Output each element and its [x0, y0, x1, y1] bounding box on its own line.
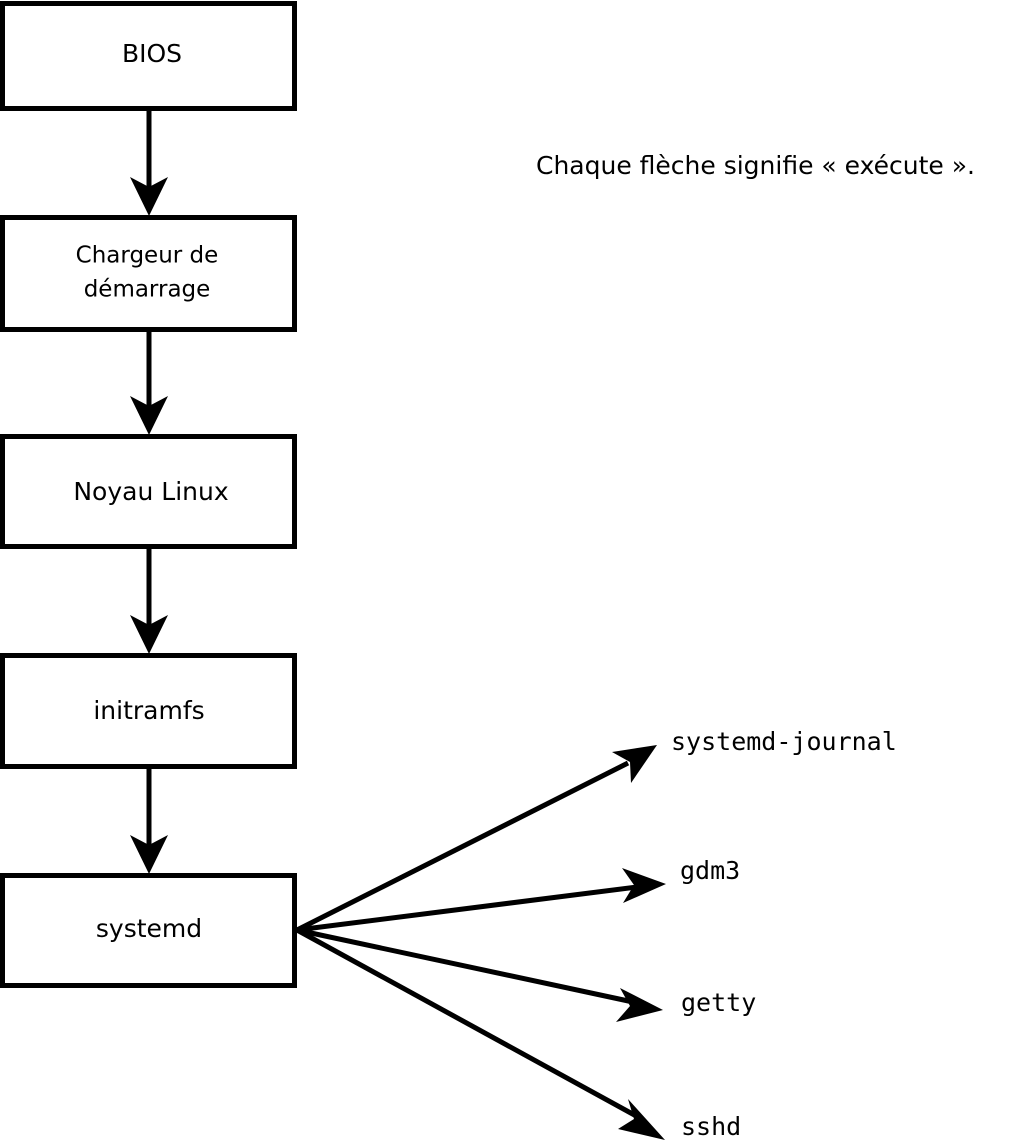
- node-bootloader-label-line1: Chargeur de: [76, 243, 219, 269]
- node-systemd-label: systemd: [96, 914, 202, 943]
- edge-systemd-to-getty: [296, 927, 663, 1022]
- edge-systemd-to-sshd-line: [295, 927, 640, 1120]
- node-initramfs-box: [0, 653, 297, 769]
- arrow-head-icon: [612, 745, 657, 783]
- service-label-gdm3: gdm3: [680, 856, 740, 885]
- edge-kernel-to-initramfs: [130, 546, 168, 654]
- arrow-head-icon: [130, 396, 168, 435]
- edge-systemd-to-gdm3: [296, 868, 666, 933]
- service-label-systemd-journal: systemd-journal: [671, 727, 897, 756]
- arrow-head-icon: [616, 988, 663, 1022]
- arrow-head-icon: [130, 615, 168, 654]
- node-initramfs-label: initramfs: [93, 696, 204, 725]
- node-kernel[interactable]: Noyau Linux: [0, 434, 297, 549]
- node-bootloader-box: [0, 215, 297, 332]
- arrow-head-icon: [618, 1099, 665, 1140]
- edge-initramfs-to-systemd: [130, 766, 168, 874]
- edge-bios-to-bootloader: [130, 108, 168, 216]
- edge-systemd-to-sshd: [295, 927, 665, 1140]
- node-bootloader-label-line2: démarrage: [84, 277, 211, 303]
- service-label-getty: getty: [681, 988, 756, 1017]
- node-bios-box: [0, 1, 297, 111]
- node-bootloader[interactable]: Chargeur de démarrage: [0, 215, 297, 332]
- edge-systemd-to-systemd-journal-line: [295, 760, 630, 933]
- arrow-head-icon: [622, 868, 666, 903]
- edge-systemd-to-gdm3-line: [296, 884, 638, 933]
- node-initramfs[interactable]: initramfs: [0, 653, 297, 769]
- edge-systemd-to-systemd-journal: [295, 745, 657, 933]
- node-bios-label: BIOS: [122, 39, 182, 68]
- edge-systemd-to-getty-line: [296, 927, 634, 1005]
- legend-note: Chaque flèche signifie « exécute ».: [536, 151, 975, 180]
- node-kernel-label: Noyau Linux: [73, 477, 228, 506]
- node-systemd[interactable]: systemd: [0, 873, 297, 988]
- node-systemd-box: [0, 873, 297, 988]
- service-label-sshd: sshd: [681, 1112, 741, 1141]
- edge-bootloader-to-kernel: [130, 329, 168, 435]
- arrow-head-icon: [130, 177, 168, 216]
- arrow-head-icon: [130, 835, 168, 874]
- node-bios[interactable]: BIOS: [0, 1, 297, 111]
